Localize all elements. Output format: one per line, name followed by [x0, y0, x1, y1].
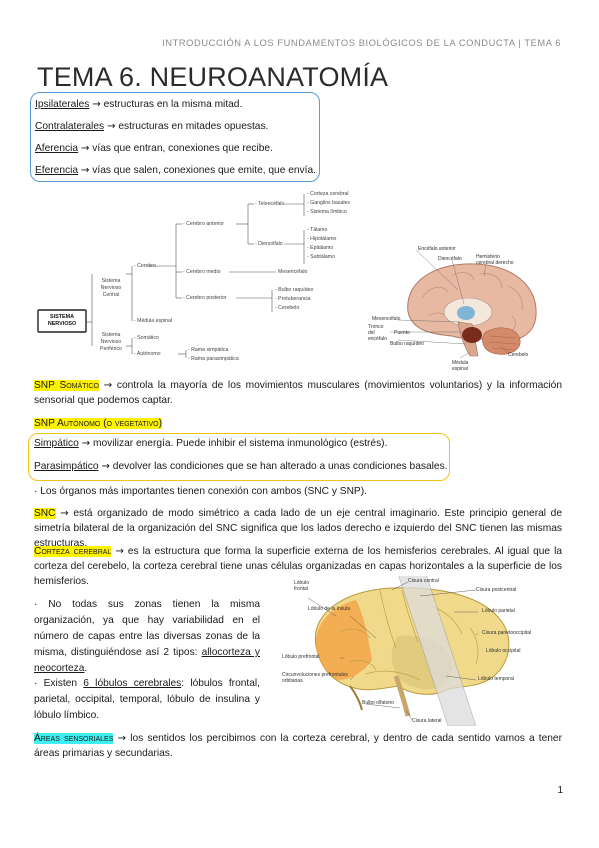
definitions-box: [30, 92, 320, 182]
areas-label: Áreas sensoriales: [34, 733, 114, 744]
brain2-label-cisura-postcentral: Cisura postcentral: [476, 587, 517, 593]
tree-cerebro-anterior: - Cerebro anterior: [183, 221, 224, 227]
arrow-icon: →: [80, 165, 90, 176]
parasimpatico-term: Parasimpático: [34, 461, 99, 472]
tree-diencefalo: - Diencéfalo: [255, 241, 283, 247]
brain2-label-cisura-parieto: Cisura parietooccipital: [482, 630, 532, 636]
tree-auto-item: - Rama parasimpática: [188, 356, 239, 362]
brain2-label-cisura-lateral: Cisura lateral: [412, 718, 442, 724]
brain2-label-lobulo-temporal: Lóbulo temporal: [478, 676, 514, 682]
brain1-label-medula: Médula espinal: [452, 360, 469, 372]
tree-telencefalo: - Telencéfalo: [255, 201, 285, 207]
definition-contralaterales: Contralaterales → estructuras en mitades…: [35, 121, 269, 132]
tree-snc: Sistema Nervioso Central: [100, 278, 122, 298]
brain2-label-lobulo-parietal: Lóbulo parietal: [482, 608, 515, 614]
snc-label: SNC: [34, 508, 56, 519]
lobulos-underlined: 6 lóbulos cerebrales: [83, 678, 182, 689]
brain1-label-mesencefalo: Mesencéfalo: [372, 316, 401, 322]
definition-aferencia: Aferencia → vías que entran, conexiones …: [35, 143, 273, 154]
brain-sagittal-illustration: Encéfalo anterior Diencéfalo Hemisferio …: [368, 240, 568, 375]
brain2-label-lobulo-insula: Lóbulo de la ínsula: [308, 606, 350, 612]
tree-tel-item: - Corteza cerebral: [307, 191, 349, 197]
page-title: TEMA 6. NEUROANATOMÍA: [37, 62, 389, 92]
tree-post-item: - Protuberancia: [275, 296, 311, 302]
tree-auto-item: - Rama simpática: [188, 347, 229, 353]
tree-connector-lines: [37, 194, 305, 358]
tree-tel-item: - Ganglios basales: [307, 200, 350, 206]
brain-lateral-illustration: Lóbulo frontal Cisura central Lóbulo de …: [280, 576, 570, 726]
brain-sagittal-drawing: [390, 249, 537, 359]
snp-somatico-label: SNP Somático: [34, 380, 99, 391]
tree-cerebro: - Cerebro: [134, 263, 156, 269]
tree-post-item: - Cerebelo: [275, 305, 300, 311]
snc-paragraph: SNC → está organizado de modo simétrico …: [34, 508, 562, 549]
snp-autonomo-label: SNP Autónomo (o vegetativo): [34, 418, 162, 429]
brain1-label-cerebelo: Cerebelo: [508, 352, 529, 358]
allocorteza-neocorteza: allocorteza y neocorteza: [34, 647, 260, 674]
areas-paragraph: Áreas sensoriales → los sentidos los per…: [34, 733, 562, 759]
arrow-icon: →: [106, 121, 116, 132]
corteza-label: Corteza cerebral: [34, 546, 112, 557]
organos-line: · Los órganos más importantes tienen con…: [34, 486, 367, 497]
tree-root: SISTEMA NERVIOSO: [47, 314, 77, 327]
tree-somatico: - Somático: [134, 335, 159, 341]
brain-lateral-drawing: [307, 576, 510, 726]
tree-tel-item: - Sistema límbico: [307, 209, 347, 215]
simpatico-line: Simpático → movilizar energía. Puede inh…: [34, 438, 388, 449]
brain1-label-encefalo-anterior: Encéfalo anterior: [418, 246, 456, 252]
autonomo-box: [28, 433, 450, 481]
tree-snp: Sistema Nervioso Periférico: [100, 332, 122, 352]
definition-eferencia: Eferencia → vías que salen, conexiones q…: [35, 165, 316, 176]
tree-dien-item: - Subtálamo: [307, 254, 335, 260]
brain2-label-bulbo-olfatorio: Bulbo olfatorio: [362, 700, 394, 706]
definition-ipsilaterales: Ipsilaterales → estructuras en la misma …: [35, 99, 243, 110]
brain2-label-lobulo-occipital: Lóbulo occipital: [486, 648, 521, 654]
tree-dien-item: - Tálamo: [307, 227, 328, 233]
lobulos-paragraph: · Existen 6 lóbulos cerebrales: lóbulos …: [34, 678, 260, 721]
arrow-icon: →: [92, 99, 101, 110]
page-number: 1: [557, 785, 563, 796]
brain1-label-hemisferio: Hemisferio cerebral derecho: [476, 254, 514, 266]
brain1-label-tronco: Tronco del encéfalo: [368, 324, 387, 342]
definition-term: Ipsilaterales: [35, 99, 90, 110]
brain1-label-diencefalo: Diencéfalo: [438, 256, 462, 262]
snp-autonomo-heading: SNP Autónomo (o vegetativo): [34, 416, 162, 431]
running-header: INTRODUCCIÓN A LOS FUNDAMENTOS BIOLÓGICO…: [162, 38, 561, 48]
brain1-label-puente: Puente: [394, 330, 410, 336]
brain2-label-circunvoluciones: Circunvoluciones prefrontales orbitarias: [282, 672, 348, 684]
simpatico-term: Simpático: [34, 438, 79, 449]
snp-somatico-paragraph: SNP Somático → controla la mayoría de lo…: [34, 380, 562, 406]
tree-dien-item: - Hipotálamo: [307, 236, 337, 242]
tree-medula: - Médula espinal: [134, 318, 173, 324]
parasimpatico-line: Parasimpático → devolver las condiciones…: [34, 461, 448, 472]
tree-cerebro-posterior: - Cerebro posterior: [183, 295, 227, 301]
definition-term: Aferencia: [35, 143, 79, 154]
tree-mesencefalo: Mesencéfalo: [278, 269, 308, 275]
definition-term: Eferencia: [35, 165, 79, 176]
brain2-label-cisura-central: Cisura central: [408, 578, 439, 584]
tree-dien-item: - Epitálamo: [307, 245, 334, 251]
tree-cerebro-medio: - Cerebro medio: [183, 269, 221, 275]
tree-post-item: - Bulbo raquídeo: [275, 287, 314, 293]
definition-term: Contralaterales: [35, 121, 105, 132]
brain2-label-lobulo-frontal: Lóbulo frontal: [294, 580, 310, 592]
brain2-label-lobulo-prefrontal: Lóbulo prefrontal: [282, 654, 320, 660]
nervous-system-tree: SISTEMA NERVIOSO Sistema Nervioso Centra…: [36, 186, 376, 366]
tree-autonomo: - Autónomo: [134, 351, 161, 357]
arrow-icon: →: [80, 143, 90, 154]
zonas-paragraph: · No todas sus zonas tienen la misma org…: [34, 599, 260, 674]
corteza-paragraph: Corteza cerebral → es la estructura que …: [34, 546, 562, 587]
brain1-label-bulbo: Bulbo raquídeo: [390, 341, 424, 347]
